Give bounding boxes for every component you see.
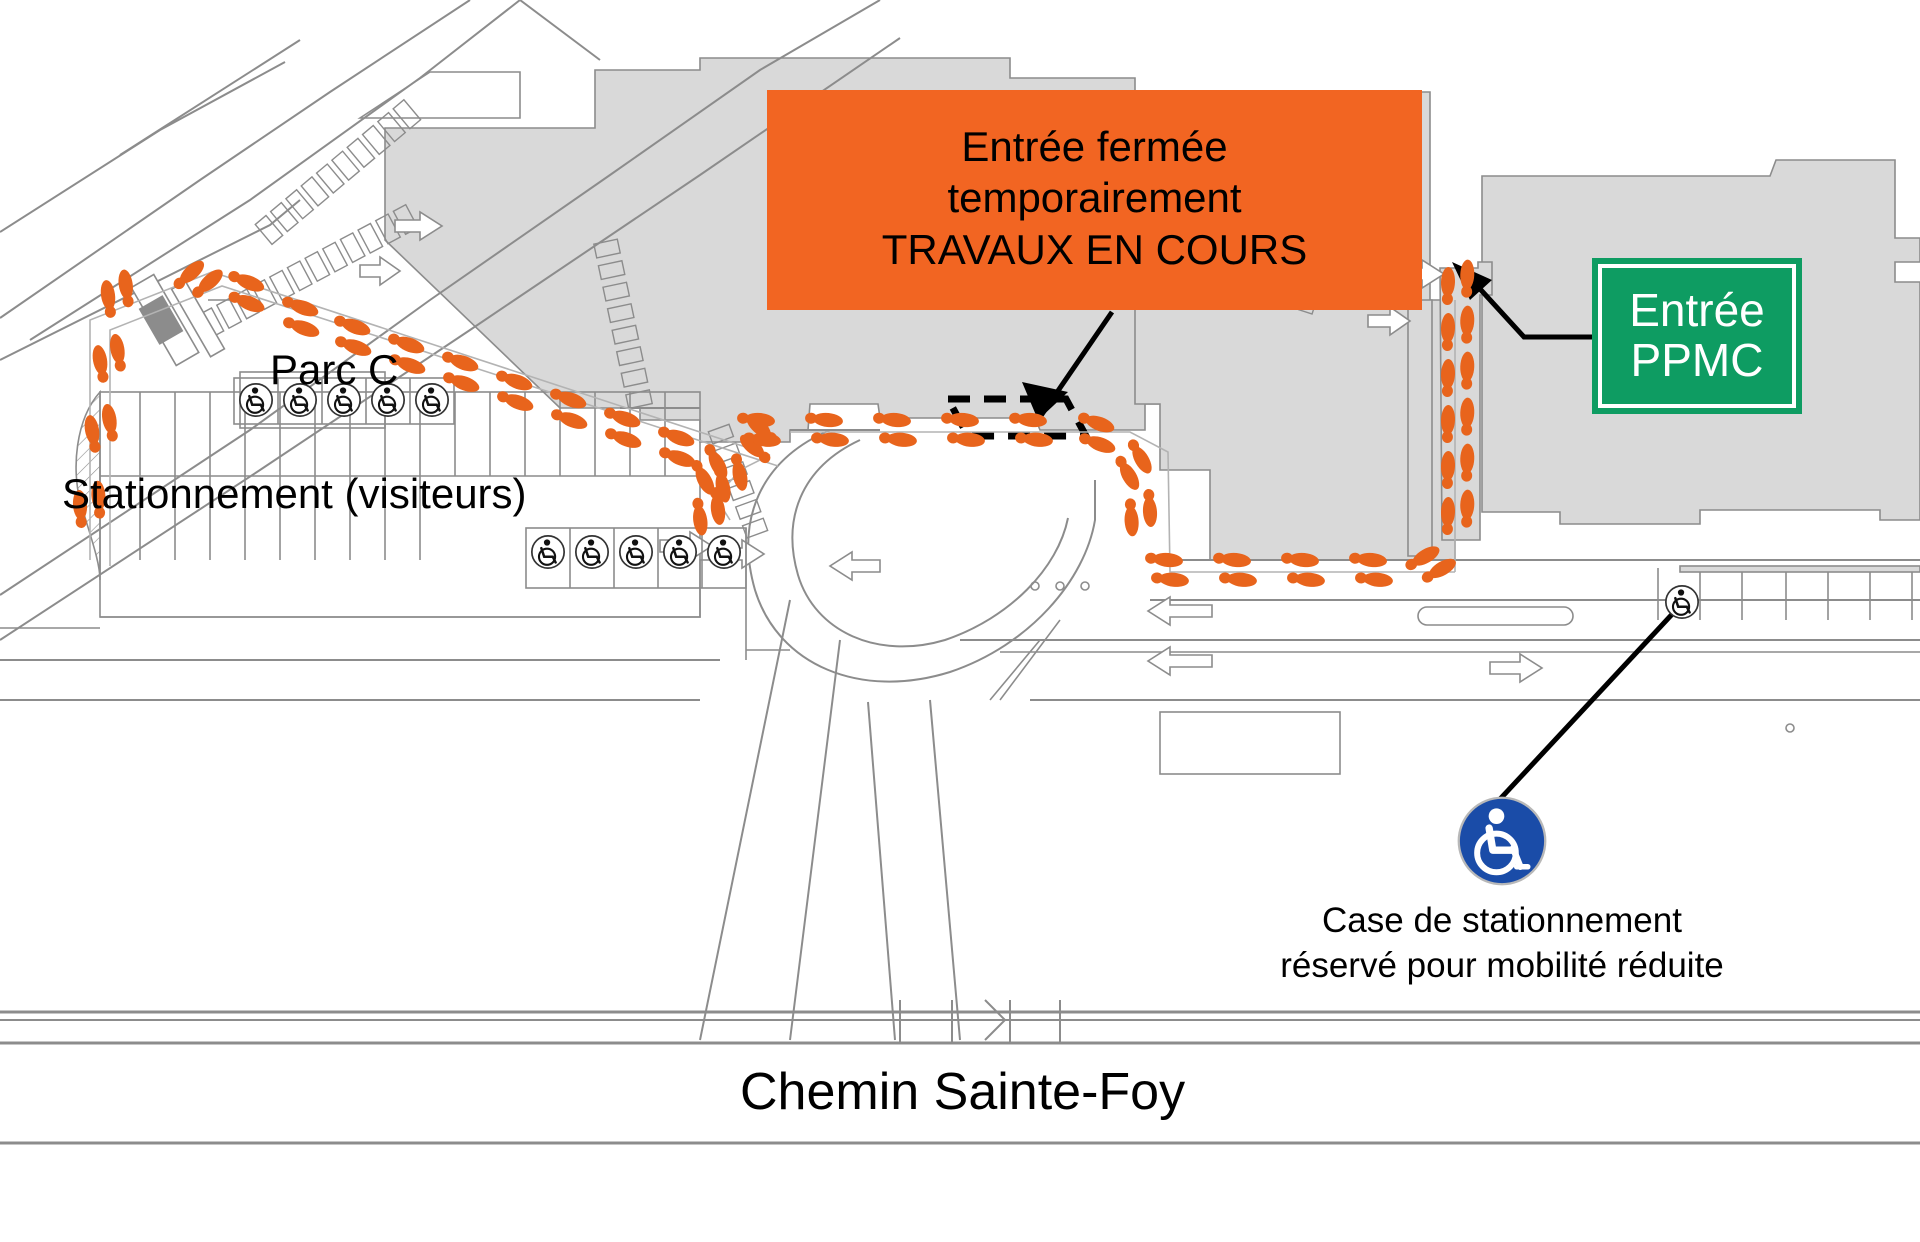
direction-arrow-icon-group xyxy=(359,210,1544,684)
accessible-stall-symbols xyxy=(233,377,1700,660)
label-chemin-sainte-foy: Chemin Sainte-Foy xyxy=(740,1063,1186,1121)
banner-line-1: Entrée fermée xyxy=(961,123,1228,171)
legend-accessible-parking: Case de stationnement réservé pour mobil… xyxy=(1232,795,1772,989)
construction-closure-banner: Entrée fermée temporairement TRAVAUX EN … xyxy=(767,90,1422,310)
banner-line-3: TRAVAUX EN COURS xyxy=(881,225,1308,273)
legend-line-2: réservé pour mobilité réduite xyxy=(1280,945,1724,985)
label-parc-c: Parc C xyxy=(270,346,399,393)
entrance-sign-inner-border: Entrée PPMC xyxy=(1598,264,1796,408)
banner-leader-arrow xyxy=(1022,310,1115,422)
banner-line-2: temporairement xyxy=(947,174,1242,222)
road-network xyxy=(0,0,1920,1041)
right-parking-lot xyxy=(1000,565,1920,775)
entrance-sign-line-2: PPMC xyxy=(1630,334,1764,386)
wheelchair-icon xyxy=(1456,795,1548,887)
accessible-stall-leader-line xyxy=(1486,608,1678,814)
street-band xyxy=(0,999,1920,1145)
legend-line-1: Case de stationnement xyxy=(1322,901,1682,940)
entrance-ppmc-sign: Entrée PPMC xyxy=(1592,258,1802,414)
footprint-pair-icon-trail xyxy=(72,259,1475,587)
label-stationnement-visiteurs: Stationnement (visiteurs) xyxy=(62,470,527,517)
entrance-sign-line-1: Entrée xyxy=(1629,284,1765,337)
